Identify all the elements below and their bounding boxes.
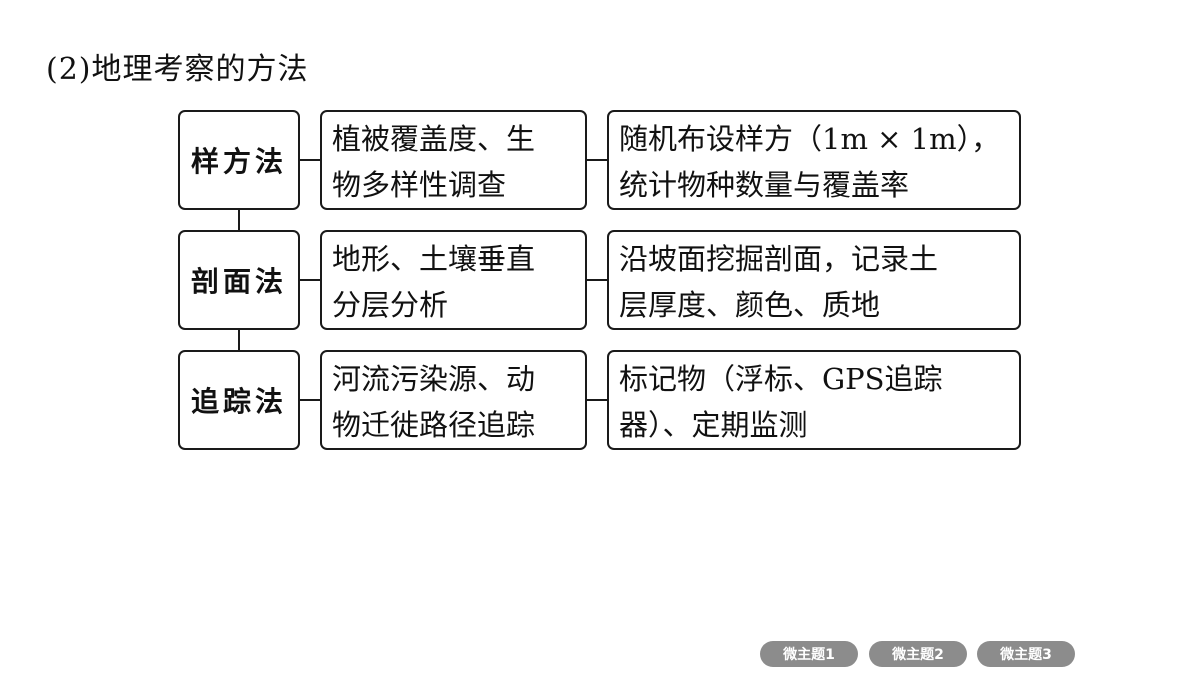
connector-horizontal (300, 159, 321, 161)
object-line: 物多样性调查 (332, 168, 507, 202)
nav-button-topic-2[interactable]: 微主题2 (869, 641, 967, 667)
connector-horizontal (587, 159, 608, 161)
steps-line: 器）、定期监测 (619, 408, 808, 442)
object-box-quadrat: 植被覆盖度、生 物多样性调查 (320, 110, 587, 210)
object-line: 物迁徙路径追踪 (332, 408, 536, 442)
method-label: 追踪法 (190, 385, 287, 418)
steps-line: 沿坡面挖掘剖面，记录土 (619, 242, 939, 276)
connector-vertical-2 (238, 328, 240, 351)
steps-line: 统计物种数量与覆盖率 (619, 168, 910, 202)
steps-line: 随机布设样方（1m × 1m）， (619, 122, 1001, 156)
steps-box-quadrat: 随机布设样方（1m × 1m）， 统计物种数量与覆盖率 (607, 110, 1021, 210)
nav-button-topic-1[interactable]: 微主题1 (760, 641, 858, 667)
steps-line: 层厚度、颜色、质地 (619, 288, 881, 322)
object-box-tracking: 河流污染源、动 物迁徙路径追踪 (320, 350, 587, 450)
method-box-profile: 剖面法 (178, 230, 300, 330)
connector-horizontal (300, 279, 321, 281)
method-box-quadrat: 样方法 (178, 110, 300, 210)
object-line: 地形、土壤垂直 (332, 242, 536, 276)
method-label: 剖面法 (190, 265, 287, 298)
nav-button-topic-3[interactable]: 微主题3 (977, 641, 1075, 667)
connector-horizontal (587, 399, 608, 401)
connector-horizontal (300, 399, 321, 401)
method-box-tracking: 追踪法 (178, 350, 300, 450)
object-line: 分层分析 (332, 288, 449, 322)
section-title: (2)地理考察的方法 (46, 52, 309, 87)
steps-box-profile: 沿坡面挖掘剖面，记录土 层厚度、颜色、质地 (607, 230, 1021, 330)
method-label: 样方法 (190, 145, 287, 178)
steps-box-tracking: 标记物（浮标、GPS追踪 器）、定期监测 (607, 350, 1021, 450)
connector-vertical-1 (238, 208, 240, 231)
object-line: 植被覆盖度、生 (332, 122, 536, 156)
object-box-profile: 地形、土壤垂直 分层分析 (320, 230, 587, 330)
connector-horizontal (587, 279, 608, 281)
steps-line: 标记物（浮标、GPS追踪 (619, 362, 943, 396)
object-line: 河流污染源、动 (332, 362, 536, 396)
